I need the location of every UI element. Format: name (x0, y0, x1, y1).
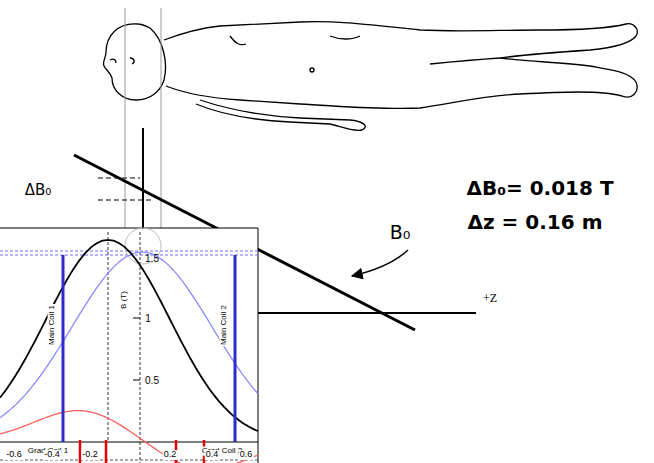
axis-label: +Z (483, 292, 497, 305)
distance: Δz = 0.16 m (468, 211, 603, 233)
coil-label: Main Coil 1 (48, 304, 57, 346)
delta-b0-label: ΔB₀ (25, 182, 52, 199)
field-plot (0, 228, 258, 463)
b0-label: B₀ (390, 222, 411, 243)
tick-label: -0.4 (43, 450, 61, 460)
field-difference: ΔB₀= 0.018 T (466, 177, 613, 199)
tick-label: 0.6 (239, 450, 254, 460)
human-figure (103, 22, 637, 131)
tick-label: 0.5 (144, 375, 160, 386)
coil-label: Main Coil 2 (220, 304, 229, 346)
axis-title: B (T) (120, 290, 129, 310)
tick-label: 1.5 (145, 253, 159, 264)
tick-label: 0.2 (163, 450, 178, 460)
tick-label: -0.2 (81, 450, 99, 460)
tick-label: 1 (144, 313, 152, 324)
tick-label: 0.4 (205, 450, 220, 460)
tick-label: -0.6 (5, 450, 23, 460)
